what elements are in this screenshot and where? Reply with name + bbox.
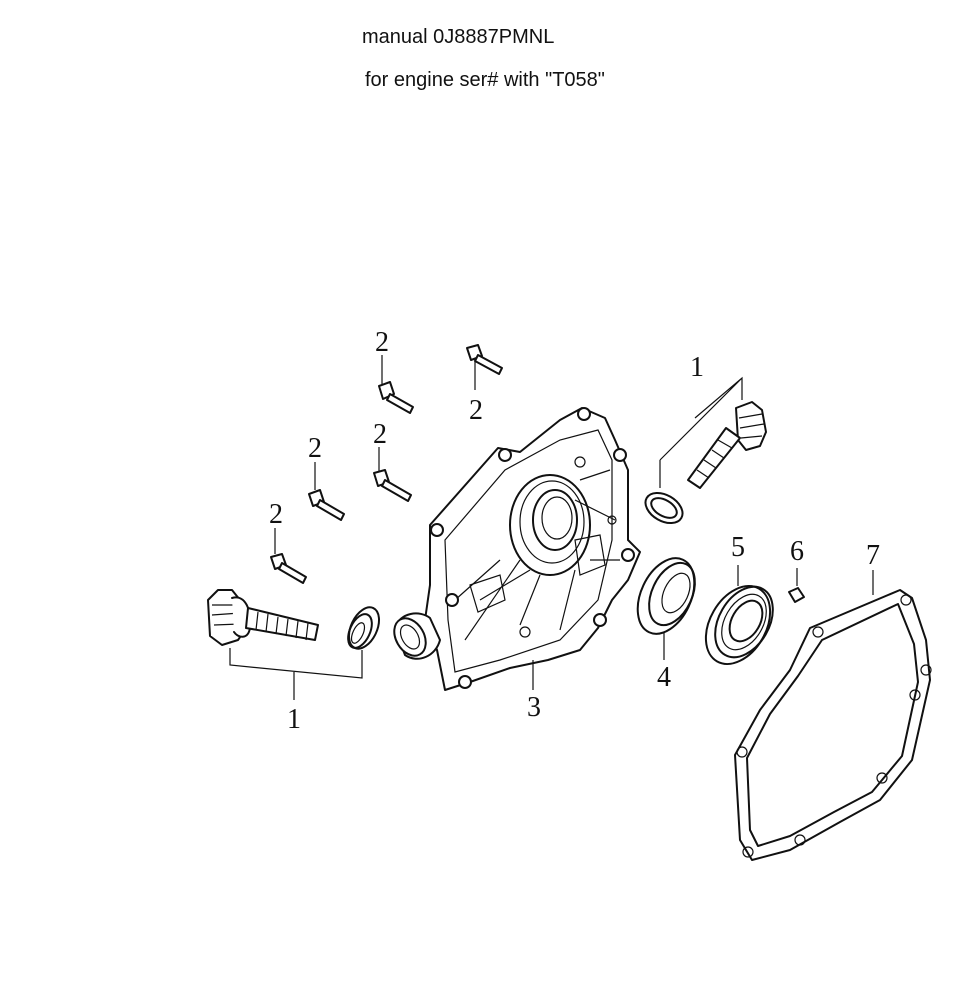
oil-seal-left: [347, 606, 381, 650]
callout-4: 4: [657, 662, 671, 693]
callout-1-right: 1: [690, 352, 704, 383]
bolt-leaders: [274, 355, 476, 554]
oil-seal-4: [636, 557, 696, 660]
callout-2-left: 2: [308, 433, 322, 464]
gasket: [734, 570, 932, 861]
bolt-a: [378, 381, 414, 414]
ball-bearing: [704, 565, 774, 665]
dowel-pin: [788, 568, 805, 603]
engine-serial-text: for engine ser# with "T058": [365, 69, 605, 91]
callout-1-left: 1: [287, 704, 301, 735]
callout-6: 6: [790, 536, 804, 567]
bolt-c: [373, 469, 412, 502]
crankcase-cover: [424, 407, 641, 691]
callout-bracket-left: [229, 648, 363, 700]
bolt-d: [308, 489, 345, 521]
callout-2-bottom: 2: [269, 499, 283, 530]
callout-7: 7: [866, 540, 880, 571]
dipstick-left: [207, 589, 319, 646]
callout-5: 5: [731, 532, 745, 563]
callout-bracket-right: [659, 376, 743, 488]
callout-3: 3: [527, 692, 541, 723]
callout-2-middle: 2: [373, 419, 387, 450]
oil-filler-neck: [393, 612, 441, 660]
bolt-e: [270, 553, 307, 584]
manual-number-text: manual 0J8887PMNL: [362, 26, 555, 48]
dipstick-right: [687, 401, 767, 489]
callout-2-top-left: 2: [375, 327, 389, 358]
bolt-b: [466, 344, 503, 375]
callout-2-top-right: 2: [469, 395, 483, 426]
oil-seal-right: [644, 491, 684, 525]
